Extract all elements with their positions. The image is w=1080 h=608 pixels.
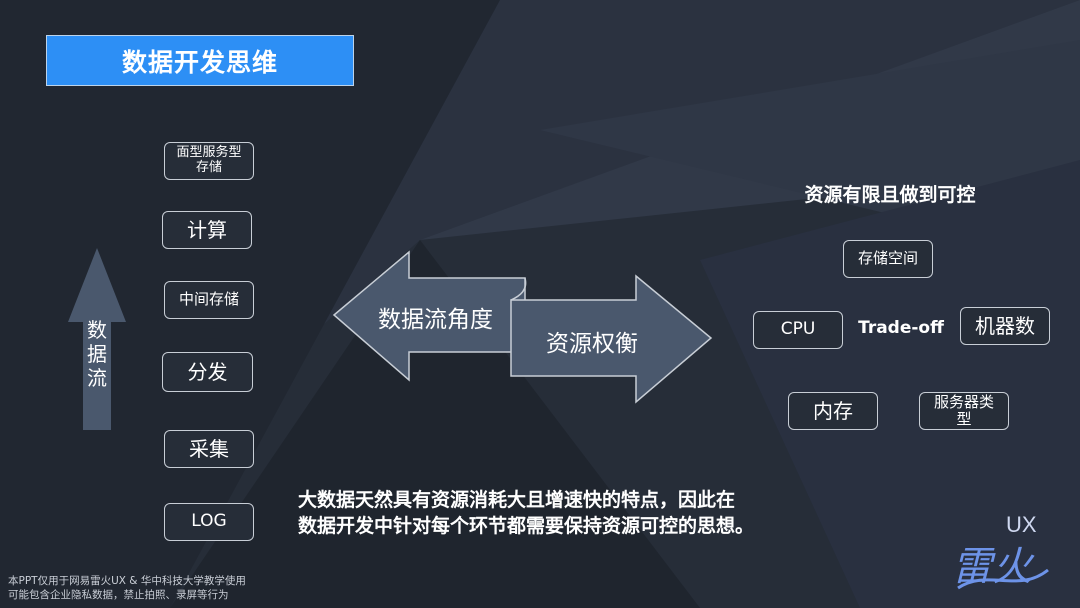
summary-text: 大数据天然具有资源消耗大且增速快的特点，因此在 数据开发中针对每个环节都需要保持… bbox=[298, 489, 755, 537]
cpu-label: CPU bbox=[780, 319, 816, 340]
dataflow-angle-label: 数据流角度 bbox=[378, 307, 493, 333]
leihuo-ux-logo: UX 雷火 bbox=[952, 512, 1049, 590]
stage-label: 计算 bbox=[187, 217, 227, 242]
machine-count-label: 机器数 bbox=[975, 313, 1035, 338]
stage-log: LOG bbox=[164, 503, 254, 541]
page-title: 数据开发思维 bbox=[46, 35, 354, 86]
stage-intermediate-storage: 中间存储 bbox=[164, 281, 254, 319]
cpu-box: CPU bbox=[753, 311, 843, 349]
logo-ux-text: UX bbox=[1006, 512, 1037, 537]
server-type-label: 服务器类 型 bbox=[933, 392, 994, 428]
footer-line-2: 可能包含企业隐私数据，禁止拍照、录屏等行为 bbox=[8, 589, 229, 601]
storage-space-label: 存储空间 bbox=[857, 249, 918, 268]
stage-serving-storage: 面型服务型 存储 bbox=[164, 142, 254, 180]
stage-collection: 采集 bbox=[164, 430, 254, 468]
memory-box: 内存 bbox=[788, 392, 878, 430]
data-flow-up-arrow bbox=[68, 248, 126, 430]
stage-label: 中间存储 bbox=[178, 290, 239, 309]
resource-tradeoff-label: 资源权衡 bbox=[546, 331, 638, 357]
stage-label: 面型服务型 存储 bbox=[176, 145, 242, 175]
stage-label: 分发 bbox=[187, 359, 228, 384]
machine-count-box: 机器数 bbox=[960, 307, 1050, 345]
stage-compute: 计算 bbox=[162, 211, 252, 249]
resource-heading: 资源有限且做到可控 bbox=[804, 184, 976, 206]
right-arrow-resource-tradeoff bbox=[510, 274, 713, 404]
memory-label: 内存 bbox=[813, 398, 853, 423]
tradeoff-label: Trade-off bbox=[858, 318, 944, 338]
stage-label: 采集 bbox=[189, 436, 229, 461]
footer-line-1: 本PPT仅用于网易雷火UX & 华中科技大学教学使用 bbox=[8, 575, 246, 587]
stage-label: LOG bbox=[191, 511, 227, 532]
data-flow-label: 数 据 流 bbox=[87, 318, 107, 390]
stage-distribution: 分发 bbox=[162, 352, 253, 392]
footer-disclaimer: 本PPT仅用于网易雷火UX & 华中科技大学教学使用 可能包含企业隐私数据，禁止… bbox=[8, 574, 246, 602]
server-type-box: 服务器类 型 bbox=[919, 392, 1009, 430]
storage-space-box: 存储空间 bbox=[843, 240, 933, 278]
